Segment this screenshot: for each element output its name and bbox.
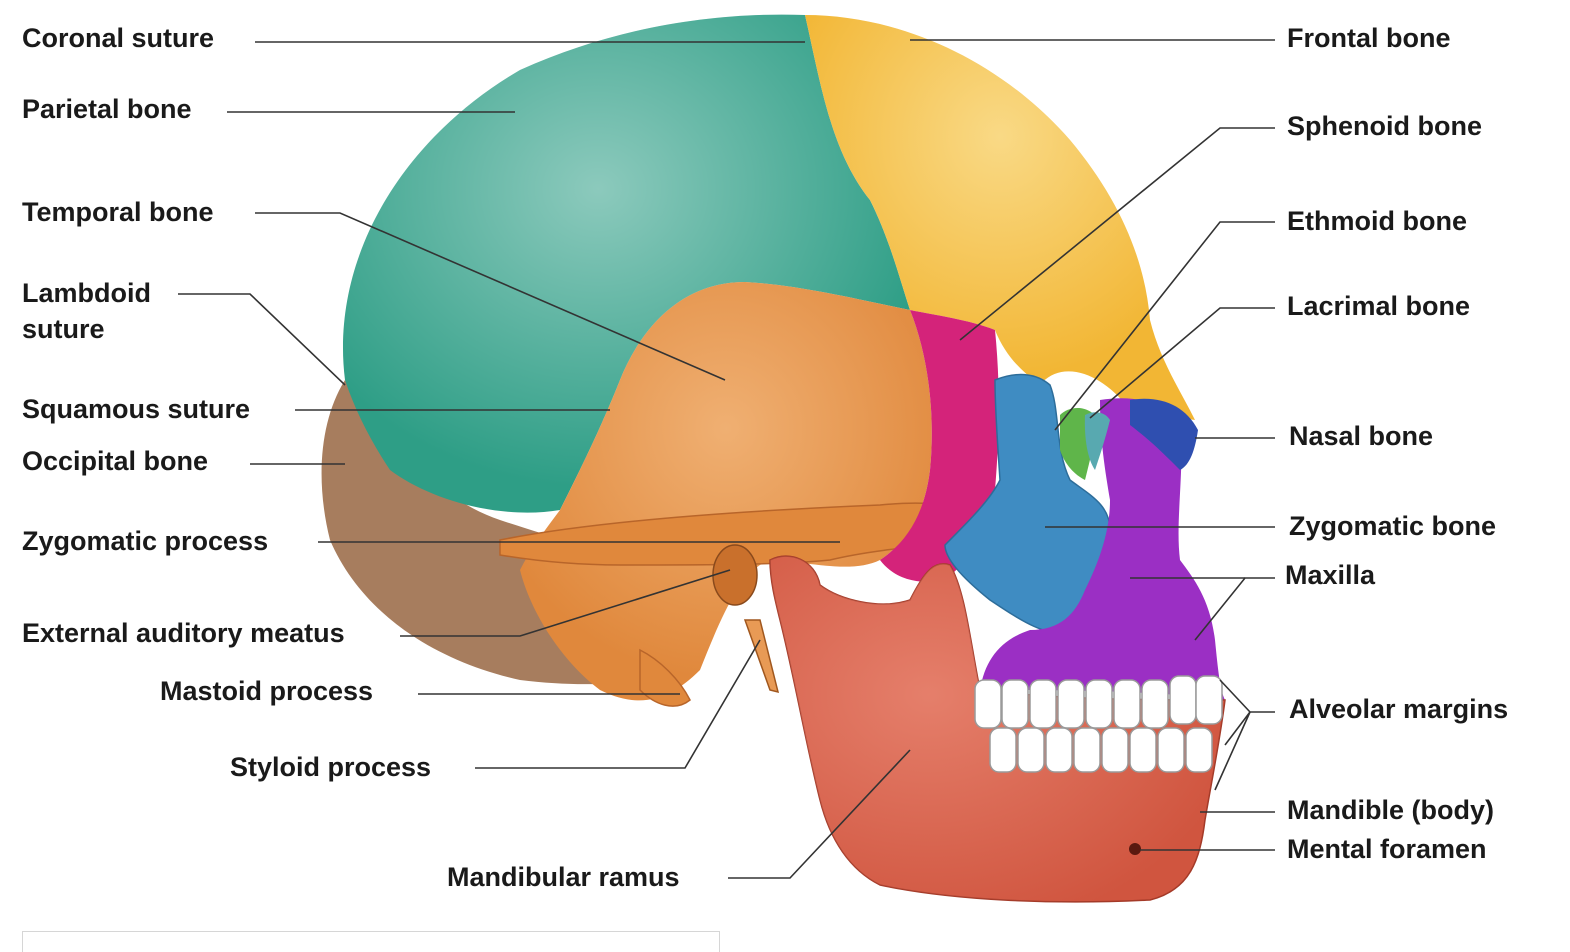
mental-foramen-shape <box>1129 843 1141 855</box>
teeth-group <box>974 675 1223 773</box>
lower-tooth <box>1129 727 1157 773</box>
leader-line-temporal-bone <box>255 212 726 381</box>
label-nasal-bone: Nasal bone <box>1289 421 1434 451</box>
label-mandible-body: Mandible (body) <box>1287 795 1494 825</box>
lower-tooth <box>1185 727 1213 773</box>
leader-line-alveolar-margins-b <box>1224 711 1251 746</box>
leader-line-external-auditory-meatus <box>400 569 731 637</box>
label-styloid-process: Styloid process <box>230 752 432 782</box>
lower-tooth <box>1073 727 1101 773</box>
label-parietal-bone: Parietal bone <box>22 94 192 124</box>
parietal-shine <box>342 14 910 513</box>
label-maxilla: Maxilla <box>1285 560 1376 590</box>
label-temporal-bone: Temporal bone <box>22 197 214 227</box>
upper-tooth <box>1001 679 1029 729</box>
upper-tooth <box>1057 679 1085 729</box>
external-auditory-meatus-shape <box>712 544 758 606</box>
label-lambdoid-suture: Lambdoid suture <box>22 278 151 344</box>
sphenoid-bone-region <box>880 310 999 582</box>
label-alveolar-margins: Alveolar margins <box>1289 694 1509 724</box>
lower-tooth <box>989 727 1017 773</box>
label-zygomatic-process: Zygomatic process <box>22 526 269 556</box>
upper-tooth <box>1029 679 1057 729</box>
label-mandibular-ramus: Mandibular ramus <box>447 862 680 892</box>
upper-tooth <box>1113 679 1141 729</box>
leader-line-mandibular-ramus <box>728 749 911 879</box>
label-sphenoid-bone: Sphenoid bone <box>1287 111 1482 141</box>
mastoid-process-shape <box>639 648 691 707</box>
label-mastoid-process: Mastoid process <box>160 676 374 706</box>
leader-line-sphenoid-bone <box>959 127 1275 341</box>
upper-tooth <box>1169 675 1197 725</box>
leader-line-alveolar-margins-a <box>1219 679 1275 713</box>
temporal-shine <box>520 282 932 701</box>
upper-tooth <box>1195 675 1223 725</box>
lower-tooth <box>1017 727 1045 773</box>
lower-tooth <box>1101 727 1129 773</box>
label-lacrimal-bone: Lacrimal bone <box>1287 291 1471 321</box>
leader-line-lambdoid-suture <box>178 293 346 386</box>
label-frontal-bone: Frontal bone <box>1287 23 1451 53</box>
styloid-process-shape <box>743 619 780 694</box>
lower-tooth <box>1157 727 1185 773</box>
label-external-auditory-meatus: External auditory meatus <box>22 618 345 648</box>
label-coronal-suture: Coronal suture <box>22 23 215 53</box>
upper-tooth <box>974 679 1002 729</box>
label-ethmoid-bone: Ethmoid bone <box>1287 206 1467 236</box>
leader-line-lacrimal-bone <box>1089 307 1275 419</box>
maxilla-region <box>980 398 1225 700</box>
nasal-bone-region <box>1130 398 1198 470</box>
label-squamous-suture: Squamous suture <box>22 394 251 424</box>
leader-lines <box>178 39 1275 879</box>
leader-line-ethmoid-bone <box>1054 221 1275 431</box>
leader-line-alveolar-margins-c <box>1214 711 1251 791</box>
caption-frame <box>22 931 720 952</box>
upper-tooth <box>1085 679 1113 729</box>
upper-tooth <box>1141 679 1169 729</box>
frontal-shine <box>805 15 1195 420</box>
label-zygomatic-bone: Zygomatic bone <box>1289 511 1497 541</box>
label-mental-foramen: Mental foramen <box>1287 834 1487 864</box>
lower-tooth <box>1045 727 1073 773</box>
leader-line-styloid-process <box>475 639 761 769</box>
lacrimal-region <box>1084 412 1110 470</box>
label-occipital-bone: Occipital bone <box>22 446 209 476</box>
